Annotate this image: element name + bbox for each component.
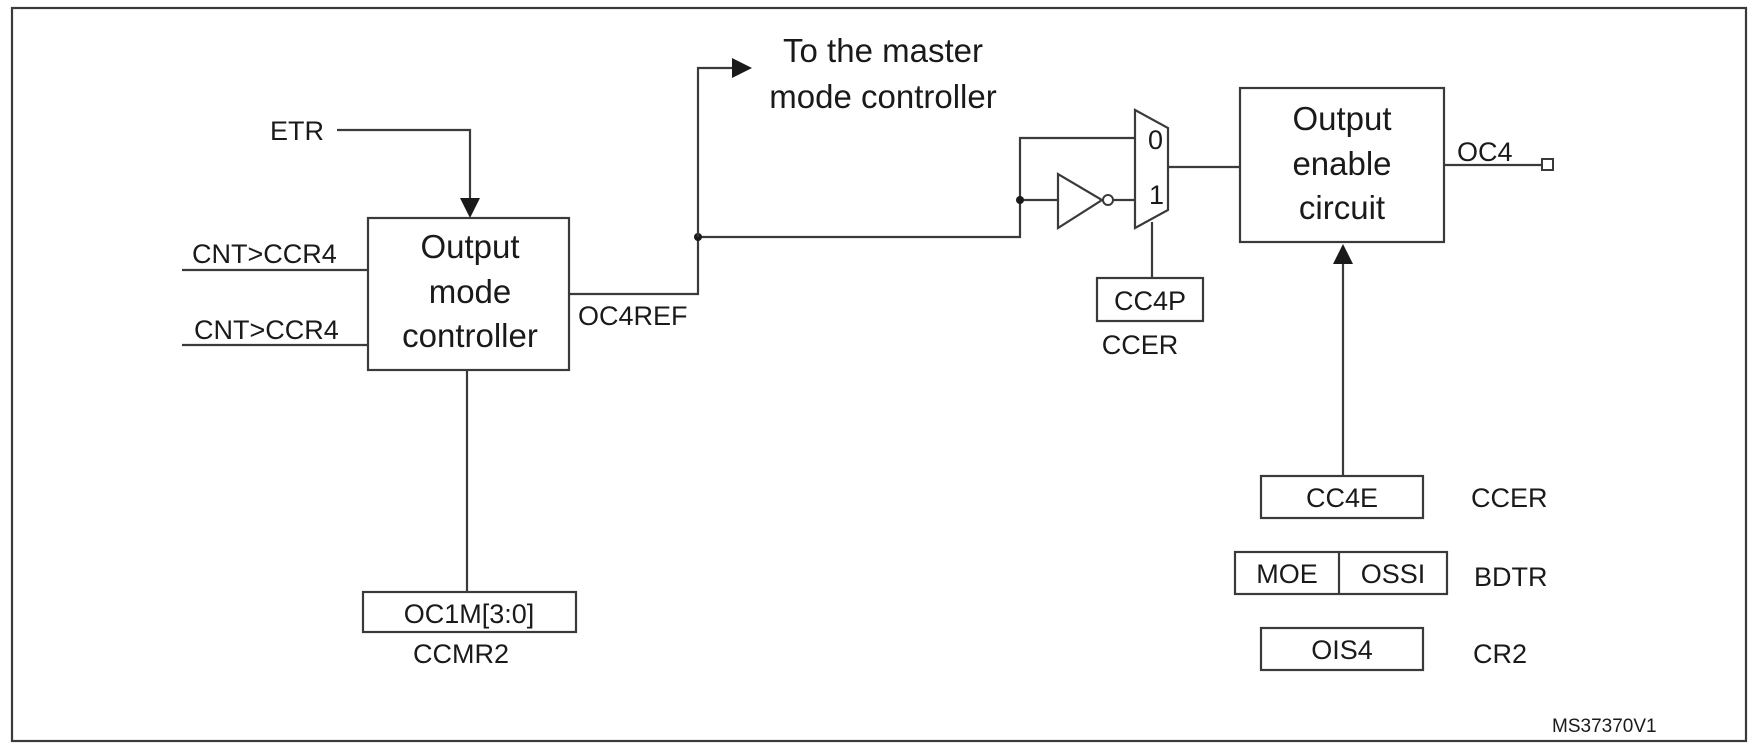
polarity-mux bbox=[1133, 108, 1170, 230]
oc1m-register bbox=[361, 590, 578, 634]
oc1m-label: OC1M[3:0] bbox=[404, 599, 535, 629]
cr2-label: CR2 bbox=[1473, 639, 1527, 669]
output-mode-controller-line3: controller bbox=[402, 317, 538, 354]
ccer-enable-label: CCER bbox=[1471, 483, 1548, 513]
bdtr-register bbox=[1233, 550, 1449, 596]
inverter-bubble bbox=[1102, 194, 1114, 206]
output-enable-circuit-line3: circuit bbox=[1299, 189, 1385, 226]
ccer-polarity-label: CCER bbox=[1102, 330, 1179, 360]
etr-label: ETR bbox=[270, 116, 324, 146]
ois4-register bbox=[1259, 626, 1425, 672]
master-mode-label-line1: To the master bbox=[783, 32, 983, 69]
oc4-label: OC4 bbox=[1457, 137, 1513, 167]
inverter-gate bbox=[1056, 172, 1105, 231]
output-enable-circuit-line1: Output bbox=[1292, 100, 1391, 137]
etr-arrow bbox=[460, 198, 480, 218]
cc4p-label: CC4P bbox=[1114, 286, 1186, 316]
output-enable-circuit-line2: enable bbox=[1292, 145, 1391, 182]
cc4e-label: CC4E bbox=[1306, 483, 1378, 513]
diagram-frame bbox=[10, 6, 1748, 743]
etr-wire bbox=[337, 128, 472, 208]
mux-input-1-label: 1 bbox=[1149, 180, 1164, 210]
bdtr-label: BDTR bbox=[1474, 562, 1548, 592]
ois4-label: OIS4 bbox=[1311, 635, 1373, 665]
output-mode-controller-line2: mode bbox=[429, 273, 512, 310]
inverter-junction bbox=[1016, 196, 1024, 204]
output-mode-controller-block bbox=[366, 216, 571, 372]
output-enable-circuit-block bbox=[1238, 86, 1446, 244]
cc4p-register bbox=[1095, 276, 1205, 323]
output-mode-controller-line1: Output bbox=[420, 228, 519, 265]
oc4-pin bbox=[1541, 158, 1554, 171]
mux-input-0-label: 0 bbox=[1148, 125, 1163, 155]
oc4ref-wire bbox=[569, 136, 1137, 296]
moe-label: MOE bbox=[1256, 559, 1318, 589]
cc4e-register bbox=[1259, 474, 1425, 520]
master-mode-label-line2: mode controller bbox=[769, 78, 996, 115]
cnt-ccr4-label-1: CNT>CCR4 bbox=[192, 239, 337, 269]
figure-id: MS37370V1 bbox=[1552, 716, 1657, 737]
master-mode-arrow bbox=[732, 58, 752, 78]
ccmr2-label: CCMR2 bbox=[413, 639, 509, 669]
oc4ref-label: OC4REF bbox=[578, 301, 688, 331]
master-mode-wire bbox=[696, 66, 742, 237]
cnt-ccr4-label-2: CNT>CCR4 bbox=[194, 315, 339, 345]
ossi-label: OSSI bbox=[1361, 559, 1426, 589]
enable-control-arrow bbox=[1333, 244, 1353, 264]
